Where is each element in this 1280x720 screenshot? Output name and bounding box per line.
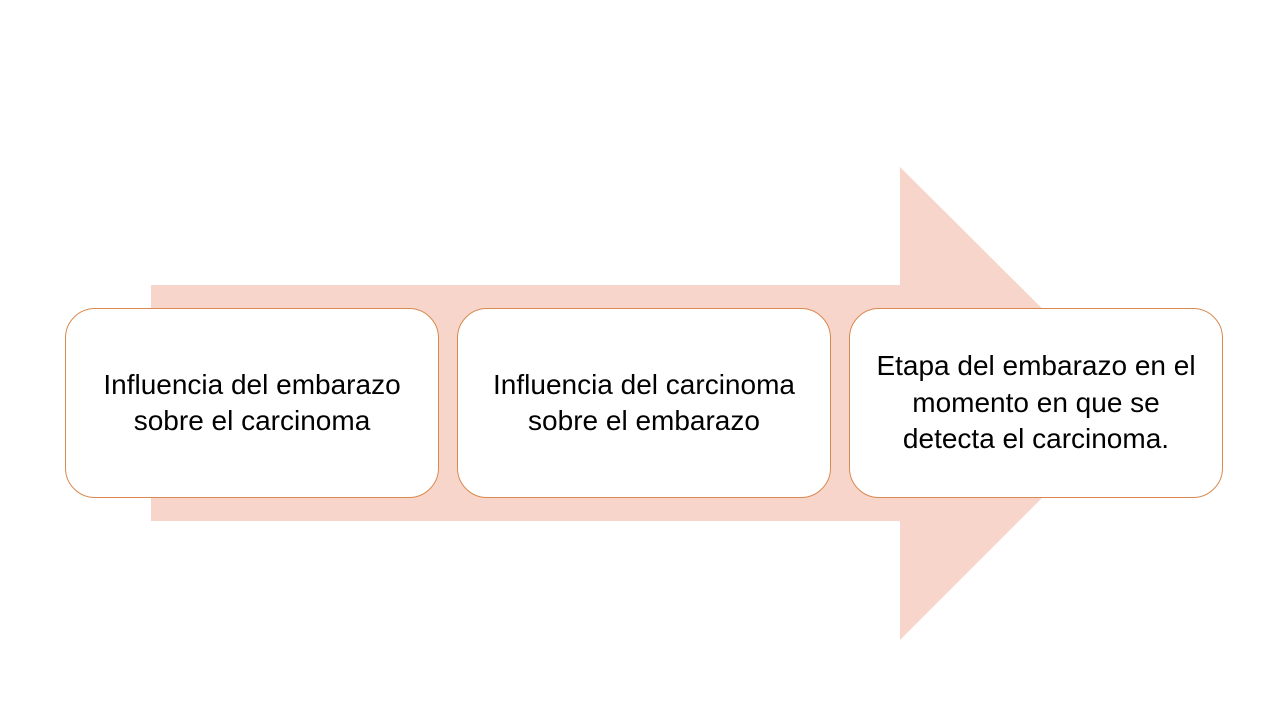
step-box-3: Etapa del embarazo en el momento en que … bbox=[849, 308, 1223, 498]
step-label-3: Etapa del embarazo en el momento en que … bbox=[876, 350, 1196, 455]
step-box-1: Influencia del embarazo sobre el carcino… bbox=[65, 308, 439, 498]
step-box-2: Influencia del carcinoma sobre el embara… bbox=[457, 308, 831, 498]
step-label-2: Influencia del carcinoma sobre el embara… bbox=[493, 368, 795, 436]
step-label-1: Influencia del embarazo sobre el carcino… bbox=[103, 368, 401, 436]
